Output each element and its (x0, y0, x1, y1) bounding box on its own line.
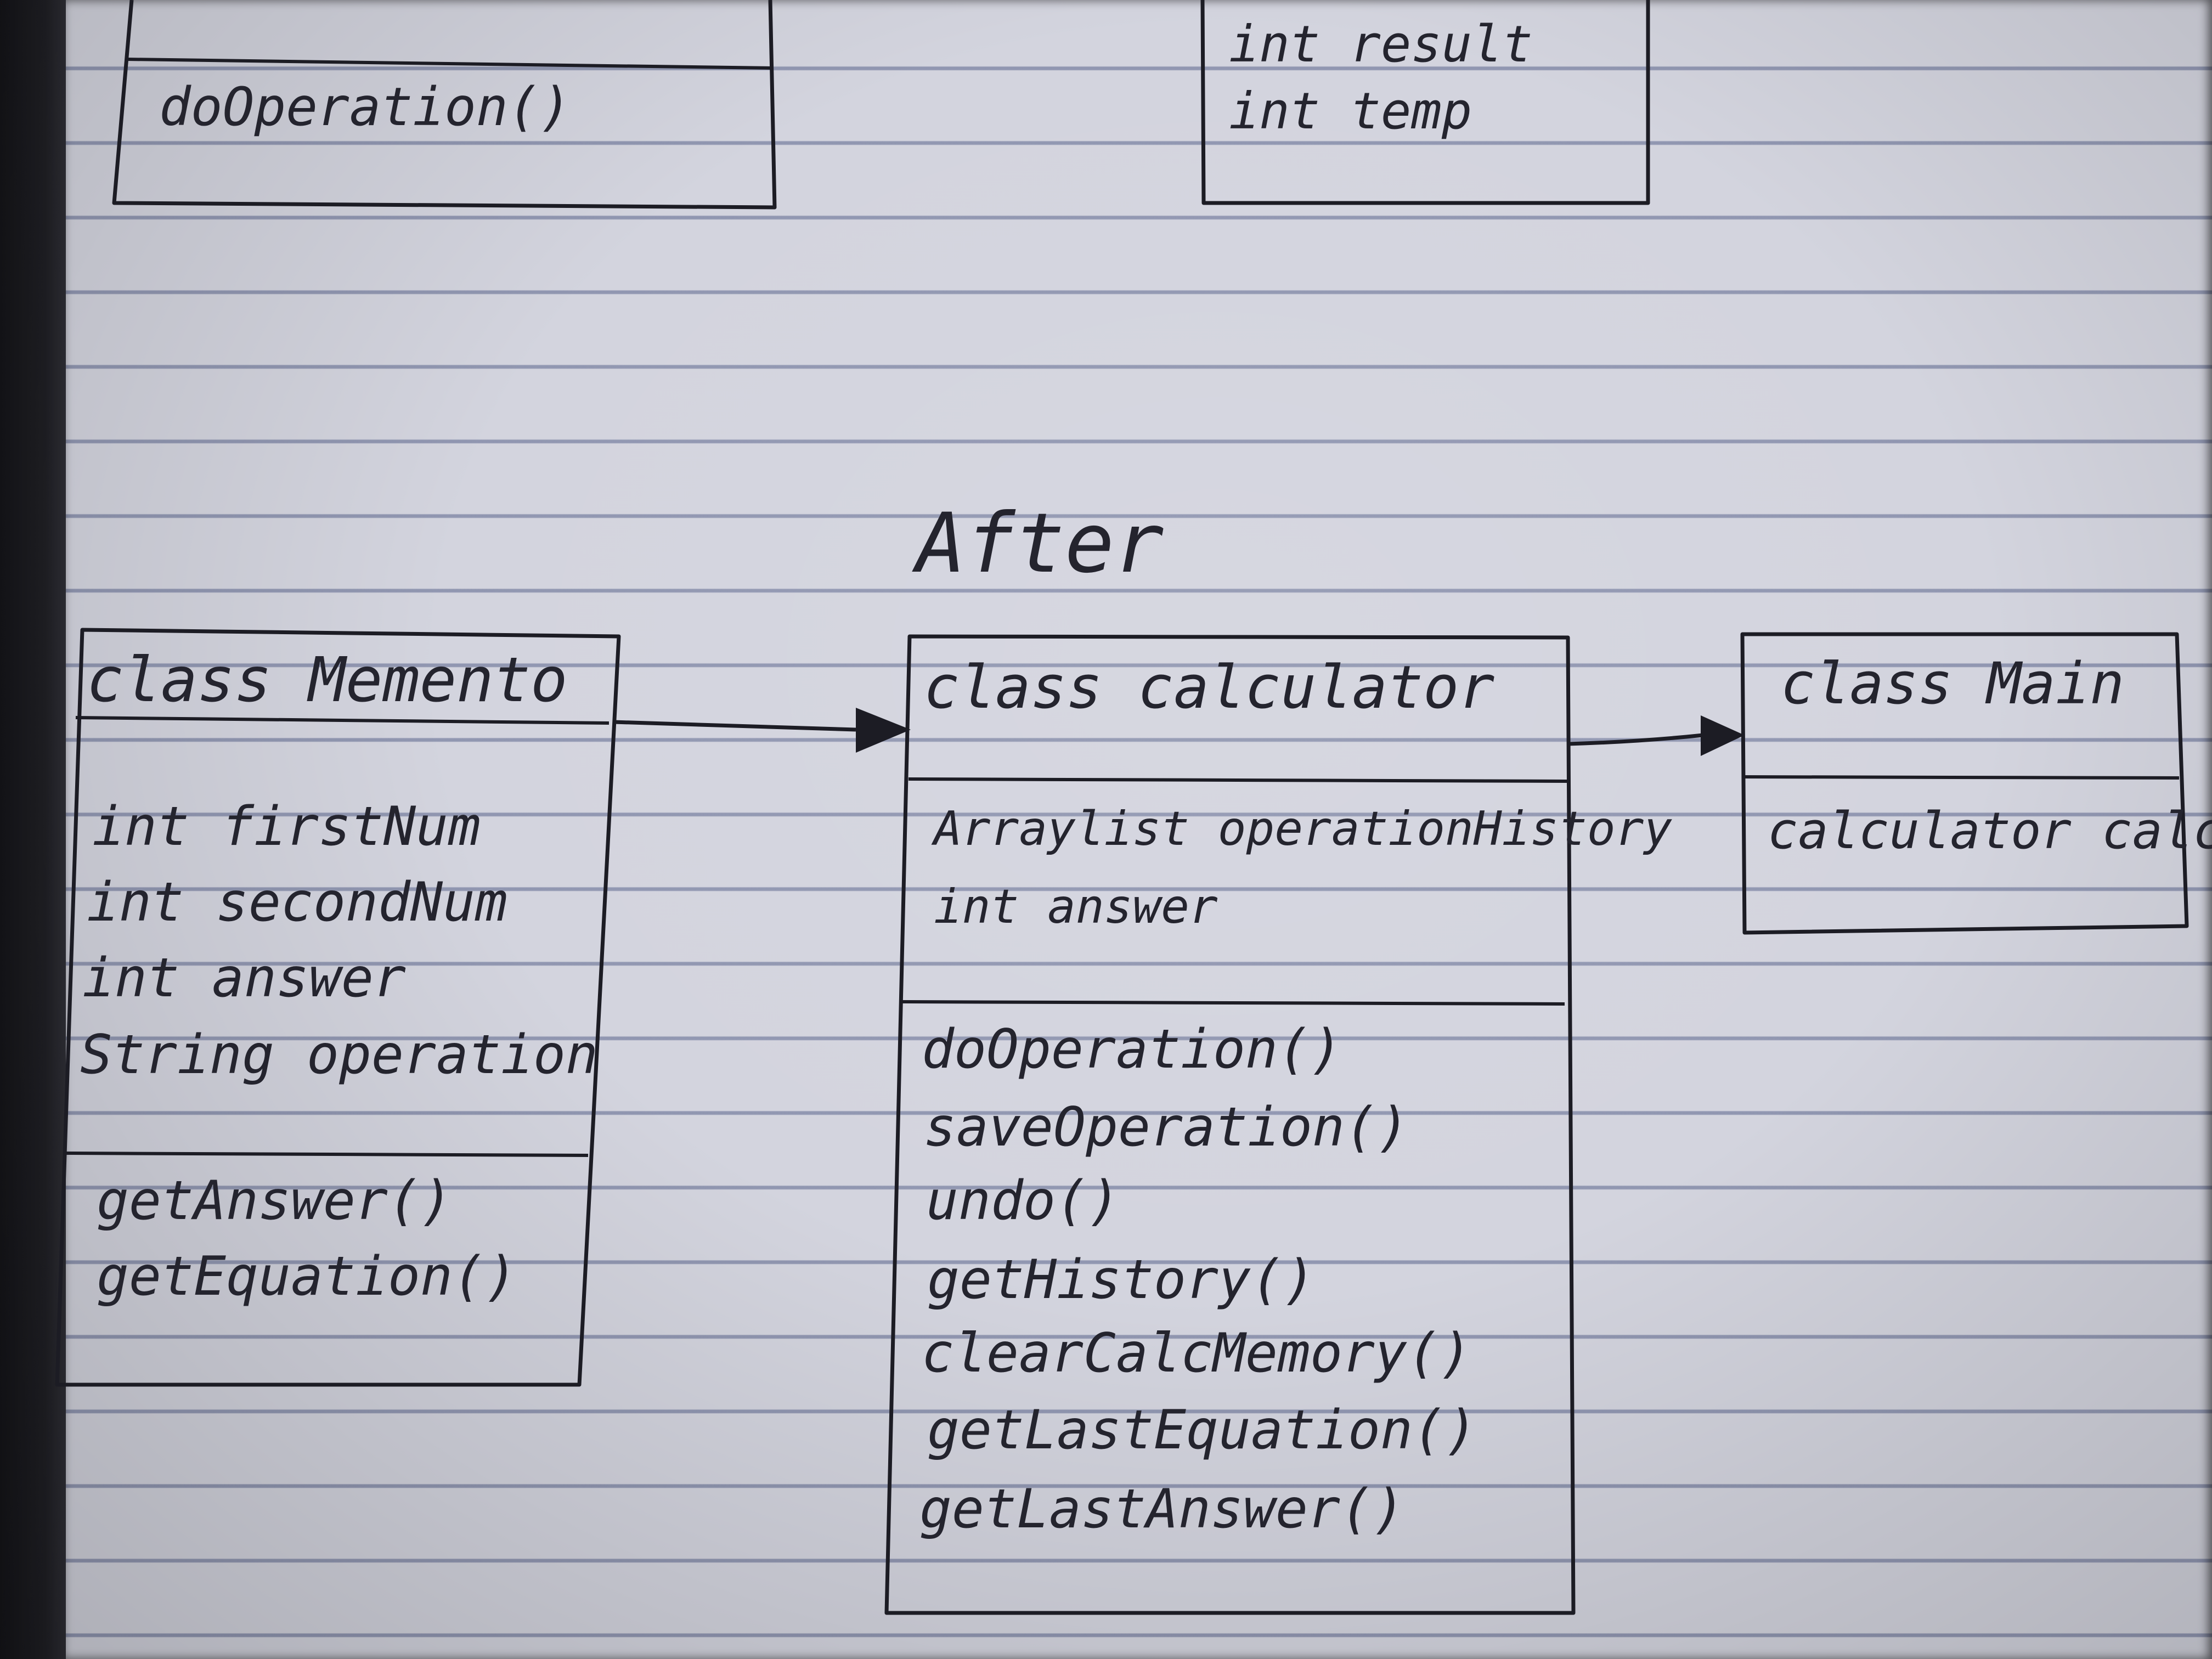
calculator-method-undo: undo() (926, 1170, 1120, 1232)
calculator-method-getlastequation: getLastEquation() (927, 1399, 1477, 1462)
top-right-field-temp: int temp (1229, 82, 1472, 140)
top-left-class-divider (127, 58, 771, 70)
calculator-method-clearcalcmemory: clearCalcMemory() (922, 1322, 1472, 1385)
calculator-to-main-line (1567, 733, 1703, 746)
memento-field-answer: int answer (82, 947, 406, 1009)
main-name-divider (1743, 775, 2180, 780)
memento-field-firstnum: int firstNum (92, 795, 481, 858)
calculator-class-name: class calculator (924, 653, 1494, 722)
memento-field-secondnum: int secondNum (87, 871, 507, 934)
calculator-method-gethistory: getHistory() (927, 1249, 1316, 1311)
memento-to-calculator-arrowhead (856, 708, 911, 753)
calculator-methods-divider (901, 1000, 1565, 1006)
memento-class-box (55, 628, 621, 1387)
memento-class-name: class Memento (87, 645, 568, 716)
lined-paper (66, 0, 2212, 1659)
arrow-calculator-to-main (1567, 715, 1745, 756)
top-left-method: doOperation() (159, 76, 571, 138)
calculator-name-divider (908, 777, 1567, 783)
top-left-class-box (112, 0, 777, 210)
calculator-field-answer: int answer (934, 879, 1218, 934)
main-class-name: class Main (1781, 650, 2124, 717)
top-left-class-fragment: doOperation() (112, 0, 777, 210)
calculator-field-history: Arraylist operationHistory (931, 802, 1672, 856)
arrow-memento-to-calculator (613, 708, 911, 753)
main-class-box (1740, 632, 2189, 935)
memento-methods-divider (63, 1152, 589, 1157)
main-field-calc: calculator calc (1768, 802, 2212, 860)
calculator-class-box (884, 634, 1576, 1615)
top-right-field-result: int result (1229, 15, 1533, 74)
memento-field-operation: String operation (80, 1024, 598, 1086)
memento-method-getanswer: getAnswer() (97, 1170, 453, 1232)
diagram-heading: After (912, 496, 1164, 591)
calculator-method-dooperation: doOperation() (922, 1018, 1342, 1081)
class-main: class Main calculator calc (1740, 632, 2212, 935)
calculator-method-getlastanswer: getLastAnswer() (919, 1478, 1405, 1541)
memento-method-getequation: getEquation() (97, 1245, 517, 1308)
memento-name-divider (75, 716, 610, 725)
class-calculator: class calculator Arraylist operationHist… (884, 634, 1672, 1615)
top-right-class-fragment: int result int temp (1200, 0, 1650, 205)
top-right-class-box (1200, 0, 1650, 205)
class-memento: class Memento int firstNum int secondNum… (55, 628, 621, 1387)
calculator-to-main-arrowhead (1701, 715, 1745, 756)
memento-to-calculator-line (613, 720, 856, 732)
calculator-method-saveoperation: saveOperation() (924, 1096, 1409, 1159)
